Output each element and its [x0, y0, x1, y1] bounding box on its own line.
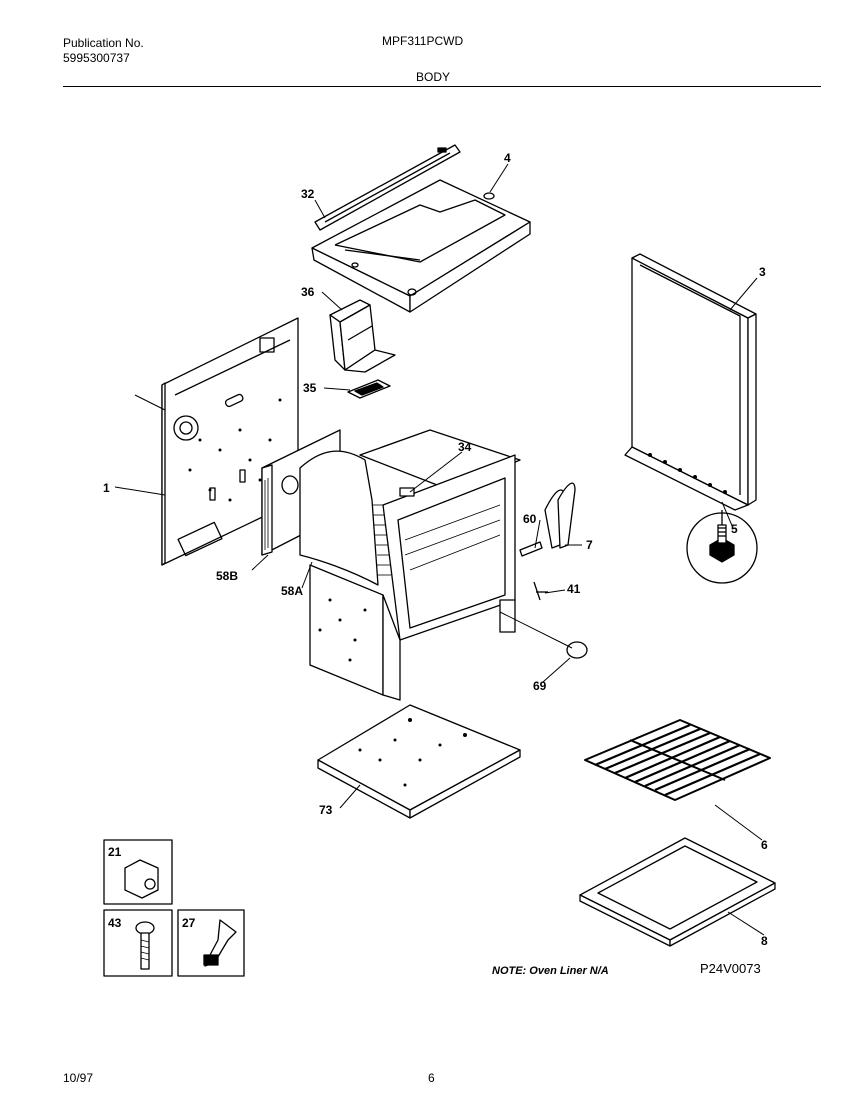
drawing-code: P24V0073: [700, 961, 761, 976]
callout-58A: 58A: [281, 584, 303, 598]
callout-32: 32: [301, 187, 315, 201]
callout-6: 6: [761, 838, 768, 852]
model-number: MPF311PCWD: [382, 34, 464, 48]
callout-41: 41: [567, 582, 581, 596]
part-8-broiler-pan: [579, 837, 776, 947]
part-41-clip: [533, 581, 548, 601]
callout-4: 4: [504, 151, 511, 165]
callout-21: 21: [108, 845, 122, 859]
callout-58B: 58B: [216, 569, 238, 583]
callout-3: 3: [759, 265, 766, 279]
part-36-vent-duct: [329, 299, 396, 373]
oven-liner-note: NOTE: Oven Liner N/A: [492, 965, 609, 977]
callout-36: 36: [301, 285, 315, 299]
part-73-bottom-panel: [317, 704, 521, 819]
callout-27: 27: [182, 916, 196, 930]
part-60-bracket: [519, 541, 543, 557]
section-title: BODY: [416, 70, 451, 84]
publication-number: 5995300737: [63, 51, 130, 65]
inset-box-43: [103, 909, 173, 977]
part-69-plug: [566, 641, 588, 659]
part-34-oven-frame: [309, 429, 521, 701]
callout-5: 5: [731, 522, 738, 536]
callout-73: 73: [319, 803, 333, 817]
callout-7: 7: [586, 538, 593, 552]
part-58A-insulation-blanket: [299, 450, 391, 586]
callout-60: 60: [523, 512, 537, 526]
callout-8: 8: [761, 934, 768, 948]
part-6-oven-rack: [584, 719, 771, 801]
callout-labels: 4 32 3 36 35 34 1 60 7 5 58B 58A 41 69 7…: [103, 151, 768, 948]
callout-69: 69: [533, 679, 547, 693]
leader-lines: [114, 163, 765, 936]
publication-label: Publication No.: [63, 36, 144, 50]
part-32-top-rail: [314, 144, 461, 231]
part-5-leveling-leg: [686, 510, 758, 584]
header-rule: [63, 86, 821, 87]
page-number: 6: [428, 1071, 435, 1085]
callout-43: 43: [108, 916, 122, 930]
part-3-side-panel: [624, 253, 757, 511]
part-35-gasket: [347, 379, 391, 399]
callout-35: 35: [303, 381, 317, 395]
callout-34: 34: [458, 440, 472, 454]
callout-1: 1: [103, 481, 110, 495]
inset-box-27: [177, 909, 245, 977]
inset-box-21: [103, 839, 173, 905]
footer-date: 10/97: [63, 1071, 94, 1085]
part-7-hinge-clips: [544, 482, 576, 549]
part-4-top-panel: [311, 179, 531, 313]
